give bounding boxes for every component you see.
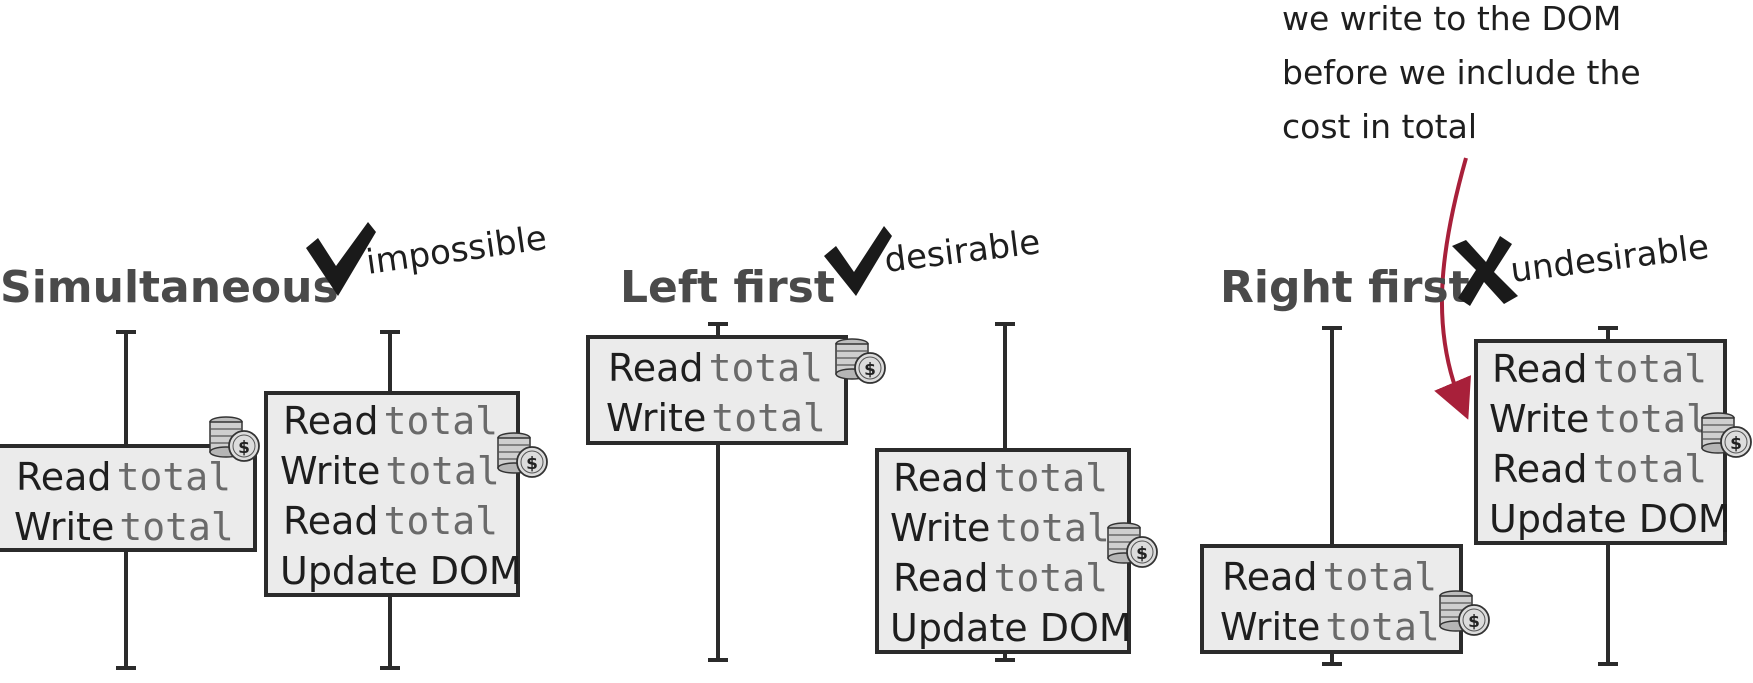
box-line: Write total (890, 506, 1110, 550)
coin-stack-dollar-icon (1701, 412, 1752, 458)
panel-title: Right first (1220, 262, 1470, 313)
box-line: Read total (893, 456, 1108, 500)
coin-stack-dollar-icon (209, 416, 260, 462)
coin-stack-dollar-icon (1439, 590, 1490, 636)
panel-left-first: Left first desirable Read total Write to… (586, 222, 1158, 662)
box-line: Write total (606, 396, 826, 440)
panel-title: Simultaneous (0, 262, 339, 313)
action-box-left: Read total Write total (586, 335, 886, 445)
checkmark-icon (824, 226, 892, 296)
box-line: Read total (1492, 347, 1707, 391)
box-line: Read total (283, 499, 498, 543)
coin-stack-dollar-icon (497, 432, 548, 478)
cross-mark-icon (1452, 236, 1518, 306)
annotation-line-1: we write to the DOM (1282, 0, 1621, 38)
box-line: Write total (280, 449, 500, 493)
panel-right-first: Right first undesirable Read total Write… (1200, 227, 1752, 666)
box-line: Write total (1220, 605, 1440, 649)
panel-title: Left first (620, 262, 835, 313)
box-line: Read total (893, 556, 1108, 600)
action-box-left: Read total Write total (1200, 544, 1490, 654)
action-box-right: Read total Write total Read total Update… (875, 448, 1158, 654)
annotation-arrow (1434, 157, 1471, 420)
box-line: Read total (1222, 555, 1437, 599)
verdict-label: undesirable (1508, 227, 1711, 291)
box-line: Write total (14, 505, 234, 549)
box-line: Read total (16, 455, 231, 499)
box-line: Read total (608, 346, 823, 390)
coin-stack-dollar-icon (835, 338, 886, 384)
checkmark-icon (306, 222, 376, 296)
panel-simultaneous: Simultaneous impossible Read total Write… (0, 218, 550, 670)
annotation-line-3: cost in total (1282, 107, 1477, 146)
box-line: Update DOM (1489, 497, 1731, 541)
box-line: Read total (1492, 447, 1707, 491)
verdict-label: impossible (364, 218, 550, 283)
annotation-line-2: before we include the (1282, 53, 1641, 92)
box-line: Write total (1489, 397, 1709, 441)
box-line: Read total (283, 399, 498, 443)
action-box-right: Read total Write total Read total Update… (264, 391, 548, 597)
verdict-label: desirable (882, 222, 1042, 281)
action-box-left: Read total Write total (0, 416, 260, 552)
annotation: we write to the DOM before we include th… (1282, 0, 1641, 420)
action-box-right: Read total Write total Read total Update… (1474, 339, 1752, 545)
box-line: Update DOM (890, 606, 1132, 650)
coin-stack-dollar-icon (1107, 522, 1158, 568)
box-line: Update DOM (280, 549, 522, 593)
